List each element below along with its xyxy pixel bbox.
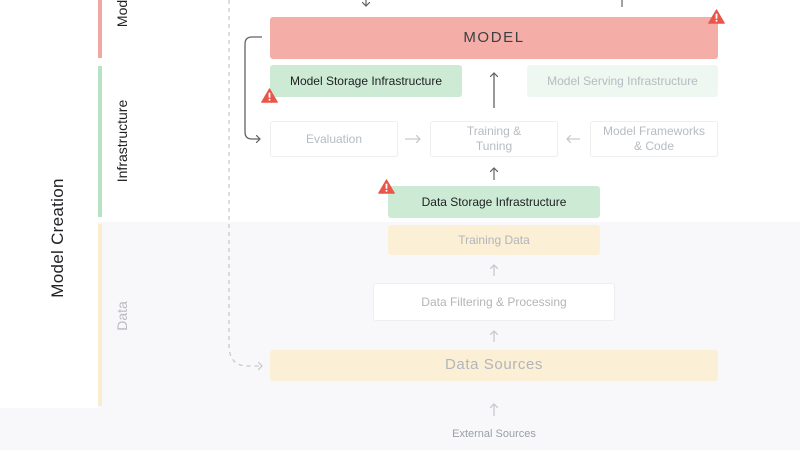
data-section-strip: [98, 224, 102, 406]
model-frameworks-label-line2: & Code: [633, 139, 675, 153]
warning-triangle-icon: [378, 179, 395, 194]
model-section-strip: [98, 0, 102, 58]
data-sources-label: Data Sources: [444, 356, 544, 374]
warning-triangle-icon: [261, 88, 278, 103]
evaluation-label: Evaluation: [305, 131, 363, 146]
data-storage-label: Data Storage Infrastructure: [421, 194, 567, 209]
model-box: MODEL: [270, 17, 718, 59]
data-filtering-label: Data Filtering & Processing: [421, 294, 567, 309]
warning-triangle-icon: [708, 9, 725, 24]
model-serving-infrastructure-box: Model Serving Infrastructure: [527, 65, 718, 97]
training-tuning-label-line1: Training &: [466, 124, 522, 138]
training-tuning-label-line2: Tuning: [475, 139, 513, 153]
feedback-bracket: [244, 36, 262, 139]
model-storage-label: Model Storage Infrastructure: [289, 73, 443, 88]
external-sources-band: [0, 408, 800, 450]
model-frameworks-label-line1: Model Frameworks: [602, 124, 706, 138]
evaluation-box: Evaluation: [270, 121, 398, 157]
training-data-box: Training Data: [388, 225, 600, 255]
dashed-connector: [228, 0, 262, 366]
model-serving-label: Model Serving Infrastructure: [547, 73, 698, 88]
data-sources-box: Data Sources: [270, 350, 718, 381]
infrastructure-section-strip: [98, 66, 102, 217]
training-data-label: Training Data: [458, 232, 530, 247]
data-storage-infrastructure-box: Data Storage Infrastructure: [388, 186, 600, 218]
model-box-label: MODEL: [463, 28, 525, 46]
model-storage-infrastructure-box: Model Storage Infrastructure: [270, 65, 462, 97]
data-filtering-processing-box: Data Filtering & Processing: [373, 283, 615, 321]
external-sources-label: External Sources: [452, 428, 536, 440]
model-frameworks-code-box: Model Frameworks & Code: [590, 121, 718, 157]
training-tuning-box: Training & Tuning: [430, 121, 558, 157]
